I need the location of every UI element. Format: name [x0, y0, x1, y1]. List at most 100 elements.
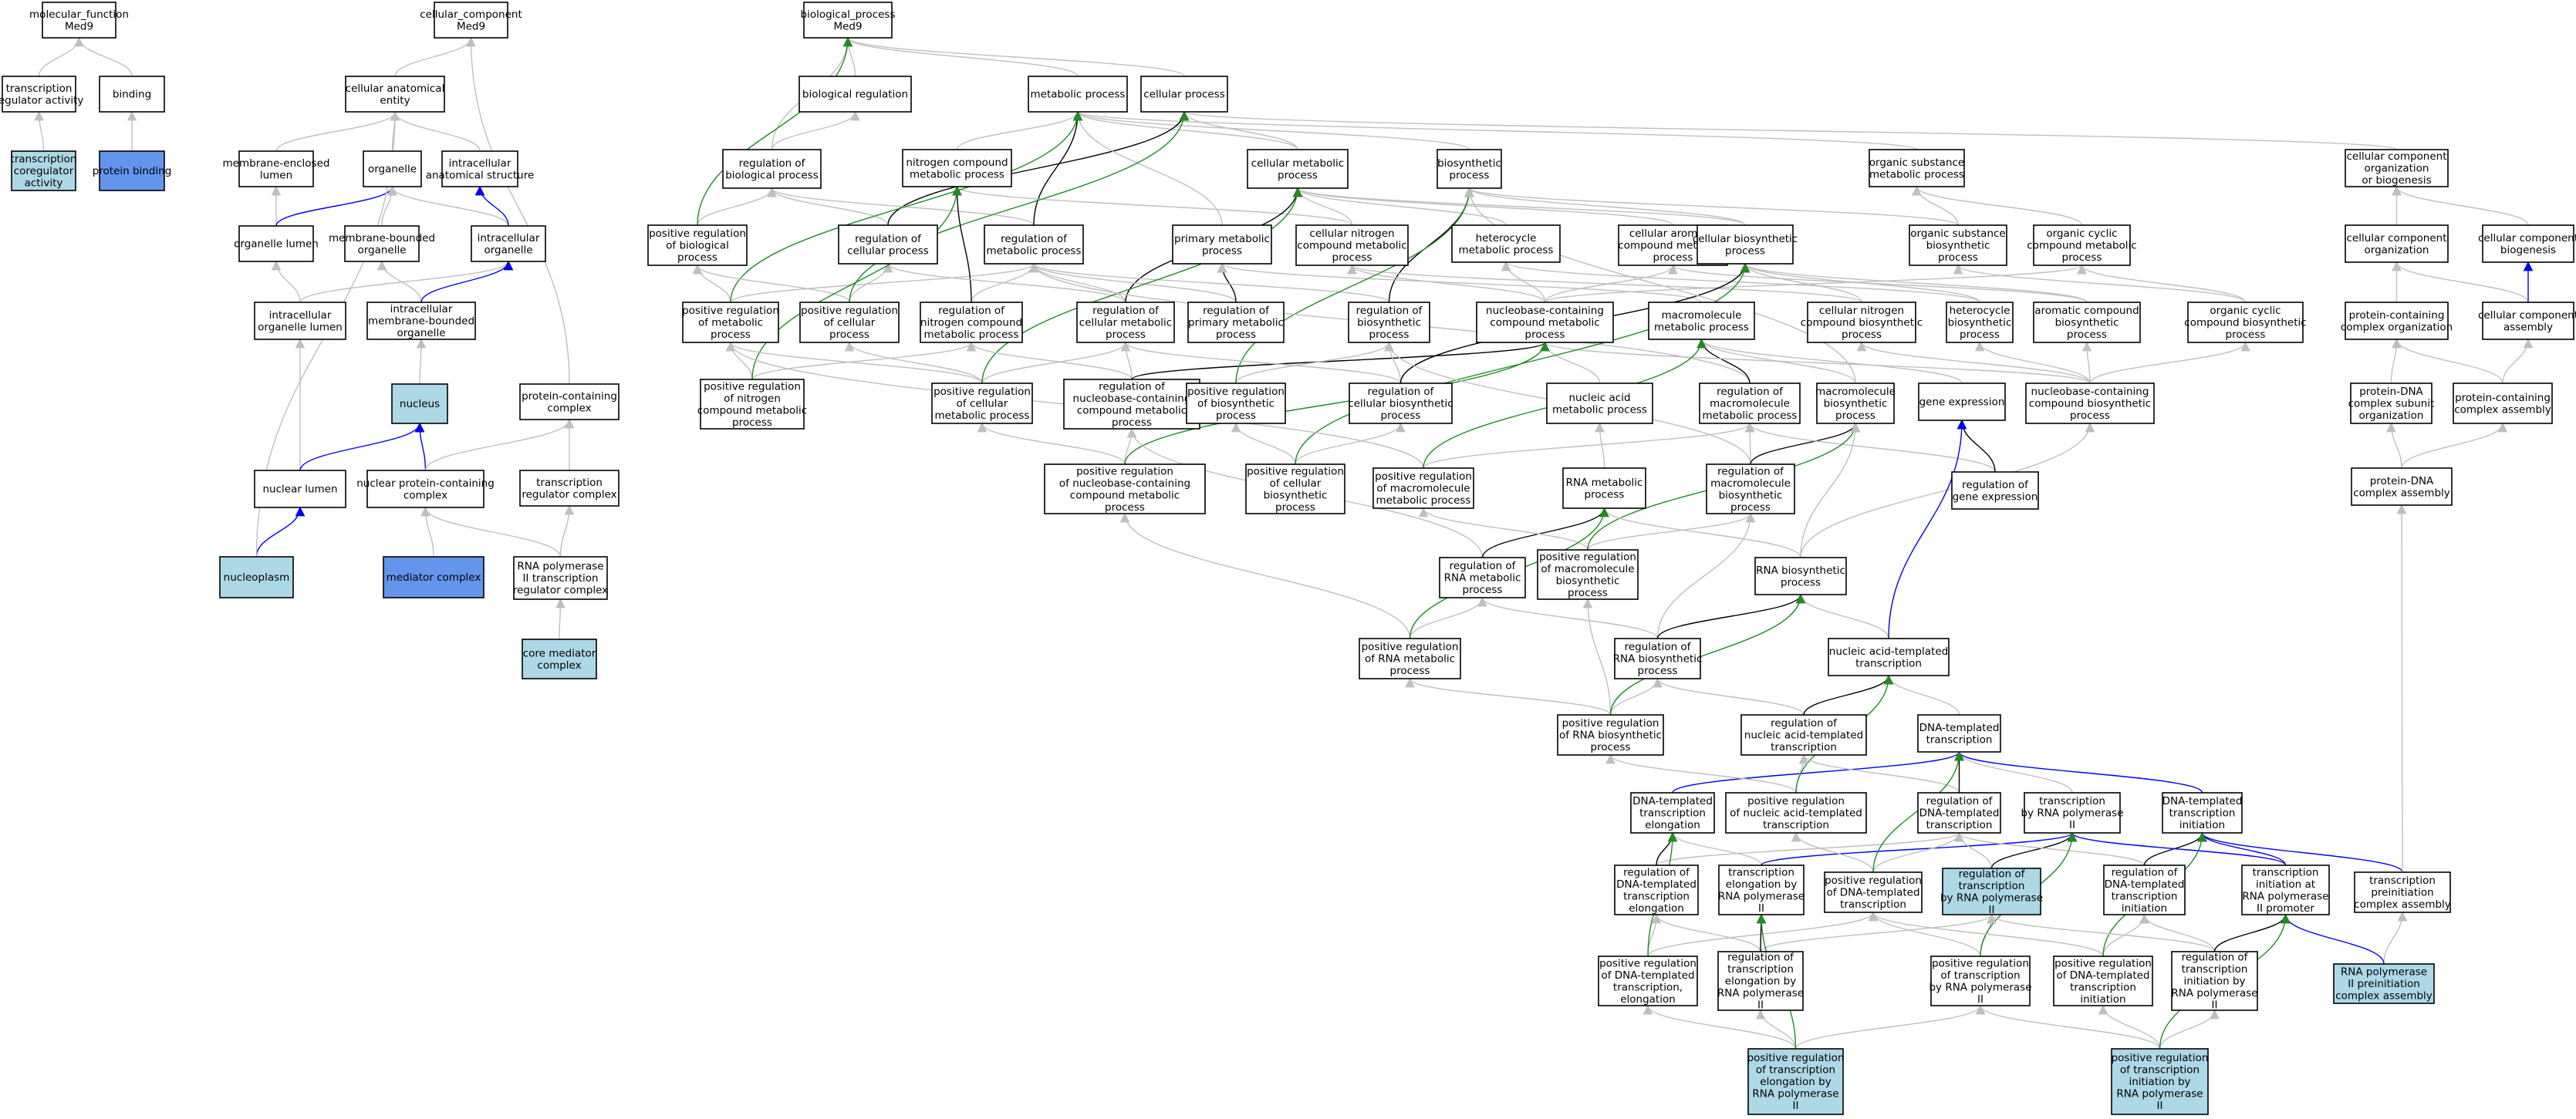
- go-term-node-organelle[interactable]: organelle: [363, 150, 422, 187]
- go-term-node-ge[interactable]: gene expression: [1918, 383, 2006, 421]
- go-term-node-ol[interactable]: organelle lumen: [234, 225, 319, 262]
- go-term-node-mp[interactable]: metabolic process: [1028, 76, 1128, 113]
- go-term-node-cp[interactable]: cellular process: [1140, 76, 1228, 113]
- go-term-node-pb[interactable]: protein binding: [93, 150, 172, 191]
- go-term-node-breg[interactable]: biological regulation: [798, 76, 912, 113]
- go-term-node-np[interactable]: nucleoplasm: [219, 556, 294, 598]
- go-term-node-nucleus[interactable]: nucleus: [391, 383, 448, 424]
- go-term-node-mc[interactable]: mediator complex: [383, 556, 484, 598]
- go-term-node-binding[interactable]: binding: [99, 76, 165, 113]
- go-term-node-nl[interactable]: nuclear lumen: [254, 470, 346, 508]
